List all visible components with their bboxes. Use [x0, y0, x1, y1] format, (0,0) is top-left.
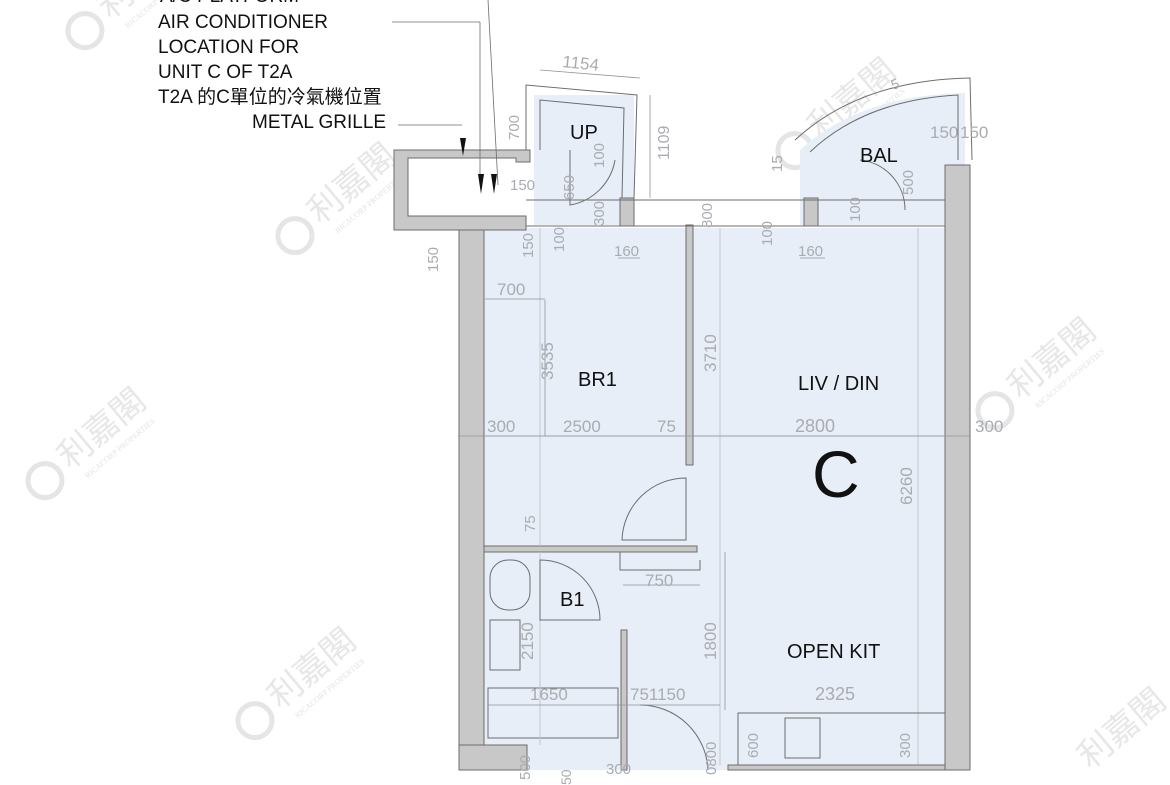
watermark: 利嘉閣 RICACORP PROPERTIES	[275, 136, 407, 256]
dim-b1-1800: 1800	[701, 622, 720, 660]
dim-ac-150-b: 150	[425, 247, 442, 272]
annotation-ac-line-1: AIR CONDITIONER	[158, 12, 328, 33]
room-label-up: UP	[570, 122, 598, 144]
dim-kit-600: 600	[745, 733, 762, 758]
arrow-marker	[478, 174, 484, 194]
dim-ac-300: 300	[591, 201, 608, 226]
dimension-lines	[458, 69, 970, 710]
room-label-bal: BAL	[860, 145, 898, 167]
dim-liv-6260: 6260	[897, 467, 916, 505]
dim-up-width: 1154	[562, 52, 600, 75]
dim-b1-2150: 2150	[518, 622, 537, 660]
room-label-liv-din: LIV / DIN	[798, 373, 879, 395]
dim-br1-300: 300	[487, 417, 515, 436]
annotation-ac-line-2: LOCATION FOR	[158, 37, 300, 58]
dim-bal-160: 160	[798, 243, 823, 260]
leader-lines	[392, 0, 499, 186]
dimension-texts: 1154 1109 700 100 650 150 150 300 100 15…	[425, 52, 1003, 785]
watermark-logo	[65, 11, 105, 51]
dim-b1-751150: 751150	[630, 685, 685, 704]
watermark-text: 利嘉閣	[1070, 681, 1170, 777]
room-labels: UP BAL BR1 LIV / DIN C B1 OPEN KIT	[560, 122, 898, 663]
dim-col-160: 160	[614, 243, 639, 260]
annotation-ac-line-3: UNIT C OF T2A	[158, 62, 293, 83]
dim-b1-50: 50	[558, 769, 574, 785]
annotation-ac-line-4: T2A 的C單位的冷氣機位置	[158, 87, 382, 108]
watermark-logo	[275, 216, 315, 256]
dim-bal-150: 150	[930, 123, 958, 142]
grille-arrows	[460, 138, 497, 194]
watermark-logo	[975, 391, 1015, 431]
dim-kit-0800: 0800	[703, 742, 720, 775]
floor-areas	[414, 93, 965, 770]
watermark-logo	[25, 461, 65, 501]
dim-bal-150b: 150	[960, 123, 988, 142]
room-label-b1: B1	[560, 589, 584, 611]
dim-br1-75: 75	[522, 515, 539, 532]
arrow-marker	[491, 174, 497, 194]
dim-kit-300: 300	[897, 733, 914, 758]
dim-col-150: 150	[520, 233, 537, 258]
dim-ac-150-a: 150	[510, 177, 535, 194]
dim-br1-700: 700	[497, 280, 525, 299]
dim-ac-100: 100	[551, 227, 568, 252]
dim-bal-100a: 100	[759, 221, 776, 246]
annotation-top-cut: A/C PLATFORM	[160, 0, 299, 9]
room-label-open-kit: OPEN KIT	[787, 641, 880, 663]
walls	[393, 149, 971, 771]
dim-b1-500: 500	[517, 755, 534, 780]
watermark-logo	[235, 701, 275, 741]
dim-up-100: 100	[591, 143, 608, 168]
dim-up-side: 700	[506, 115, 523, 140]
dim-wall-75: 75	[657, 417, 676, 436]
room-label-br1: BR1	[578, 369, 617, 391]
watermark: 利嘉閣 RICACORP PROPERTIES	[25, 381, 157, 501]
dim-bal-100b: 100	[847, 197, 864, 222]
watermark: 利嘉閣	[1070, 681, 1170, 777]
plan-lines	[484, 77, 973, 771]
dim-bal-15: 15	[769, 155, 786, 172]
watermark: 利嘉閣 RICACORP PROPERTIES	[235, 621, 367, 741]
dim-liv-3710: 3710	[701, 334, 720, 372]
dim-liv-2800: 2800	[795, 416, 835, 436]
dim-br1-2500: 2500	[563, 417, 601, 436]
dim-right-300: 300	[975, 417, 1003, 436]
dim-bal-500: 500	[900, 170, 917, 195]
dim-b1-750: 750	[645, 571, 673, 590]
unit-label: C	[812, 437, 860, 511]
dim-kit-2325: 2325	[815, 684, 855, 704]
dim-up-650: 650	[561, 175, 578, 200]
dim-br1-3535: 3535	[538, 342, 557, 380]
dim-b1-300: 300	[606, 761, 631, 778]
dim-b1-1650: 1650	[530, 685, 568, 704]
annotation-metal-grille: METAL GRILLE	[252, 112, 387, 133]
dim-up-height: 1109	[656, 125, 673, 160]
arrow-marker	[460, 138, 466, 156]
dim-col-800: 800	[699, 203, 716, 228]
